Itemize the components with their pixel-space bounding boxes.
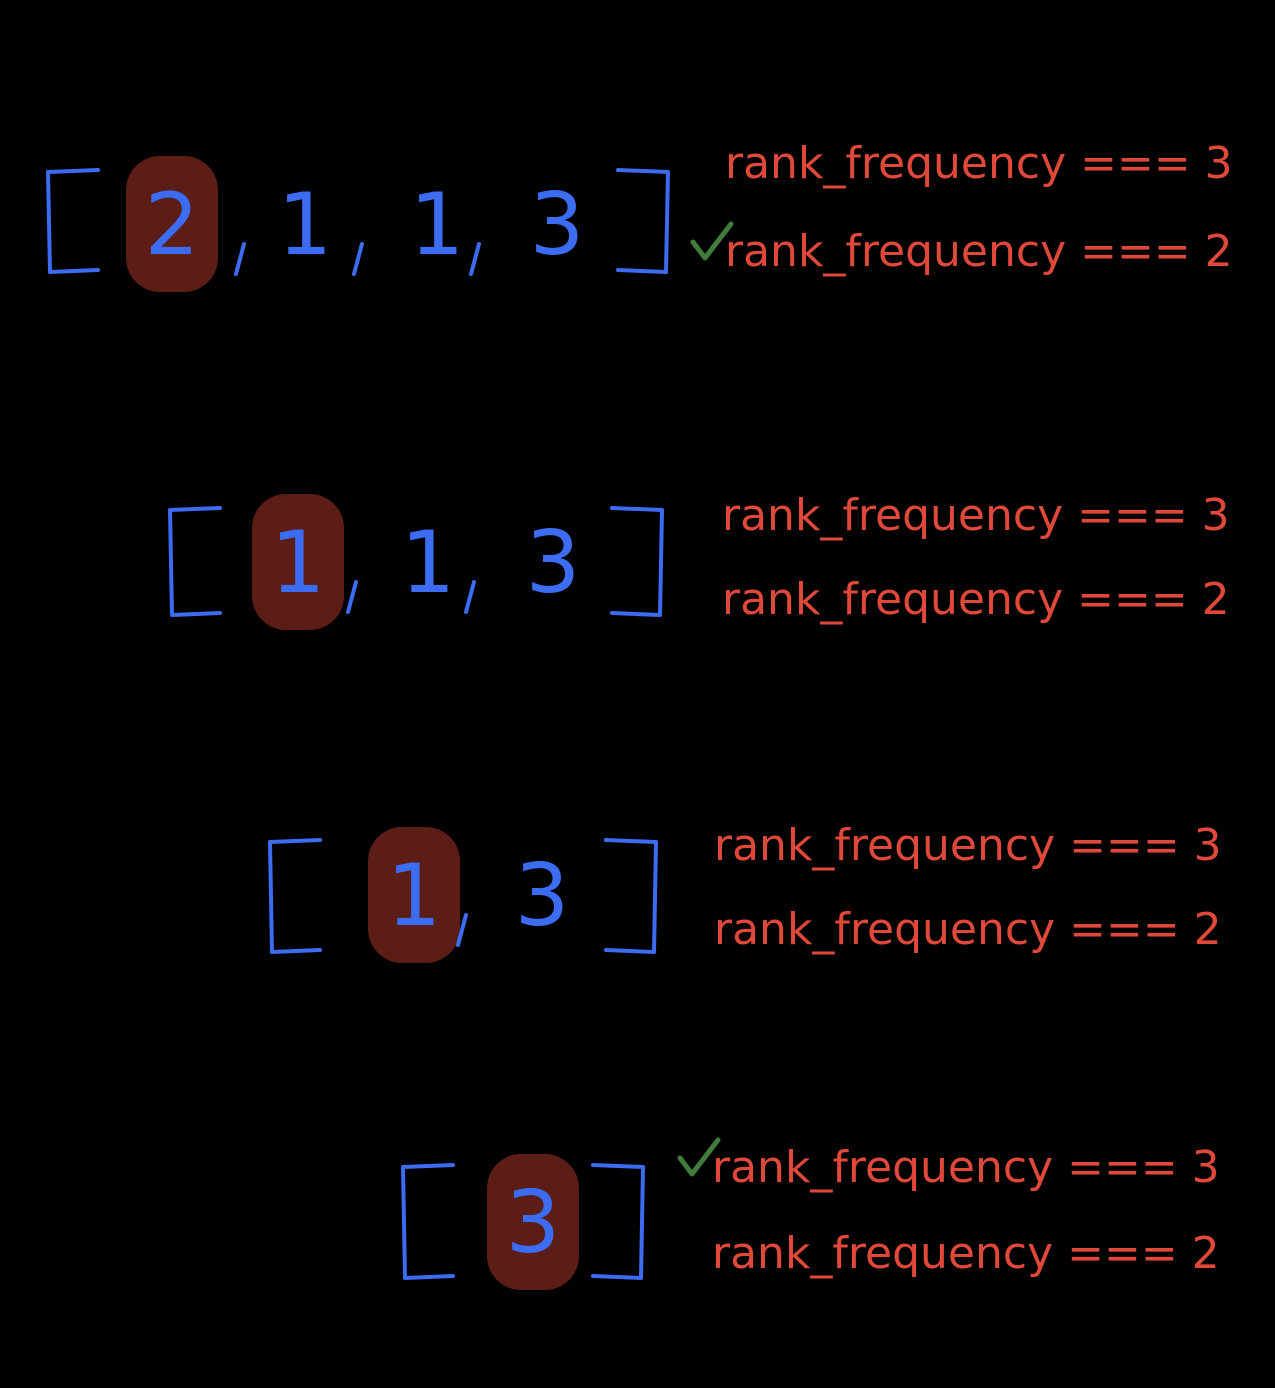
left-bracket xyxy=(46,168,100,274)
array-element: 2 xyxy=(145,175,200,275)
current-element-highlight xyxy=(368,827,460,963)
condition-label: rank_frequency === 2 xyxy=(722,574,1230,625)
condition-label: rank_frequency === 3 xyxy=(714,820,1222,871)
right-bracket xyxy=(610,506,664,617)
left-bracket xyxy=(401,1163,455,1280)
condition-label: rank_frequency === 3 xyxy=(725,138,1233,189)
comma xyxy=(346,580,358,614)
comma xyxy=(352,242,364,276)
current-element-highlight xyxy=(487,1154,579,1290)
checkmark-icon xyxy=(690,221,734,261)
comma xyxy=(469,242,481,276)
array-element: 1 xyxy=(387,846,442,946)
right-bracket xyxy=(604,838,658,954)
condition-label: rank_frequency === 2 xyxy=(714,904,1222,955)
left-bracket xyxy=(268,838,322,954)
array-element: 1 xyxy=(410,175,465,275)
condition-label: rank_frequency === 2 xyxy=(725,226,1233,277)
array-element: 1 xyxy=(278,175,333,275)
array-element: 3 xyxy=(526,513,581,613)
left-bracket xyxy=(168,506,222,617)
array-element: 1 xyxy=(271,513,326,613)
array-element: 3 xyxy=(530,175,585,275)
condition-label: rank_frequency === 3 xyxy=(722,490,1230,541)
right-bracket xyxy=(616,168,670,274)
condition-label: rank_frequency === 3 xyxy=(712,1142,1220,1193)
checkmark-icon xyxy=(677,1137,721,1177)
array-element: 3 xyxy=(515,846,570,946)
comma xyxy=(464,580,476,614)
comma xyxy=(234,242,246,276)
array-element: 1 xyxy=(401,513,456,613)
array-element: 3 xyxy=(506,1173,561,1273)
current-element-highlight xyxy=(252,494,344,630)
right-bracket xyxy=(591,1163,645,1280)
comma xyxy=(456,913,468,947)
step-4: 3 rank_frequency === 3 rank_frequency === … xyxy=(487,1142,1220,1290)
condition-label: rank_frequency === 2 xyxy=(712,1228,1220,1279)
current-element-highlight xyxy=(126,156,218,292)
